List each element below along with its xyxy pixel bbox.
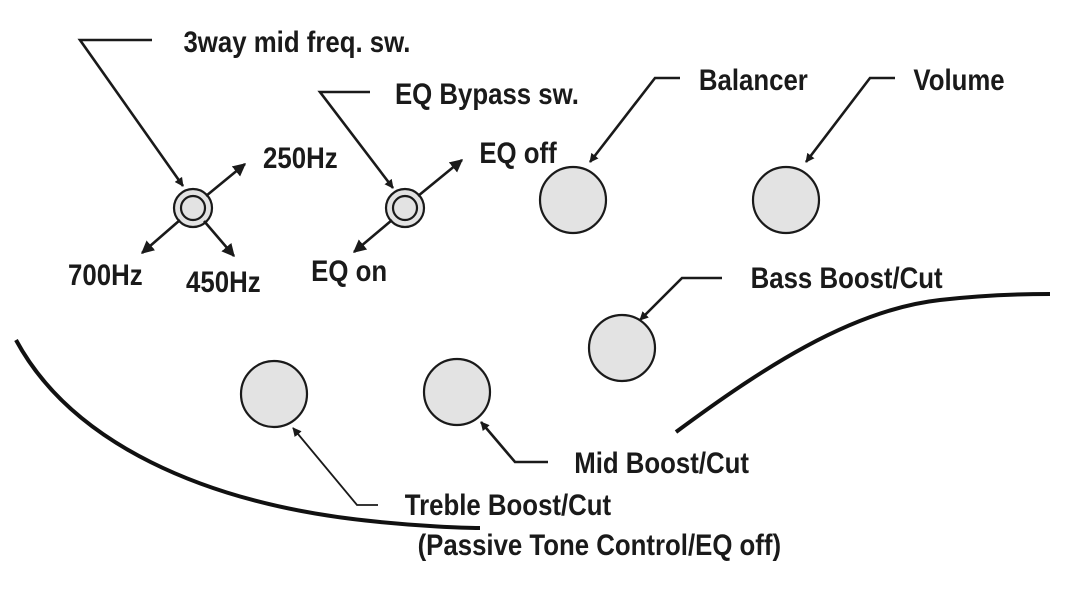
label-bass: Bass Boost/Cut xyxy=(751,261,943,294)
volume-knob[interactable] xyxy=(751,165,821,235)
label-450hz: 450Hz xyxy=(186,265,261,298)
mid-freq-switch[interactable] xyxy=(172,187,214,229)
label-treble-line2: (Passive Tone Control/EQ off) xyxy=(418,528,781,561)
leader-bass xyxy=(639,276,722,321)
arrow-eq-on xyxy=(353,219,393,253)
body-outline-right xyxy=(674,292,1051,434)
eq-bypass-switch[interactable] xyxy=(384,187,426,229)
label-eq-bypass-switch: EQ Bypass sw. xyxy=(395,77,579,110)
balancer-knob[interactable] xyxy=(538,165,608,235)
leader-eq-bypass-switch xyxy=(317,90,395,189)
label-volume: Volume xyxy=(913,63,1004,96)
arrow-700hz xyxy=(141,219,181,254)
leader-balancer xyxy=(588,76,680,163)
body-outline-left xyxy=(14,339,481,530)
label-treble-line1: Treble Boost/Cut xyxy=(405,488,611,521)
leader-mid-freq-switch xyxy=(77,38,185,187)
treble-knob[interactable] xyxy=(239,359,309,429)
label-mid: Mid Boost/Cut xyxy=(574,446,749,479)
label-mid-freq-switch: 3way mid freq. sw. xyxy=(183,25,410,58)
leader-volume xyxy=(804,76,895,163)
bass-knob[interactable] xyxy=(587,313,657,383)
leader-treble xyxy=(292,427,378,506)
arrow-450hz xyxy=(203,220,235,257)
leader-mid xyxy=(480,421,548,464)
label-eq-on: EQ on xyxy=(311,254,387,287)
label-250hz: 250Hz xyxy=(263,141,338,174)
label-700hz: 700Hz xyxy=(68,258,143,291)
arrow-250hz xyxy=(205,162,247,198)
arrow-eq-off xyxy=(417,158,464,198)
label-eq-off: EQ off xyxy=(479,136,557,169)
label-balancer: Balancer xyxy=(699,63,808,96)
mid-knob[interactable] xyxy=(422,357,492,427)
